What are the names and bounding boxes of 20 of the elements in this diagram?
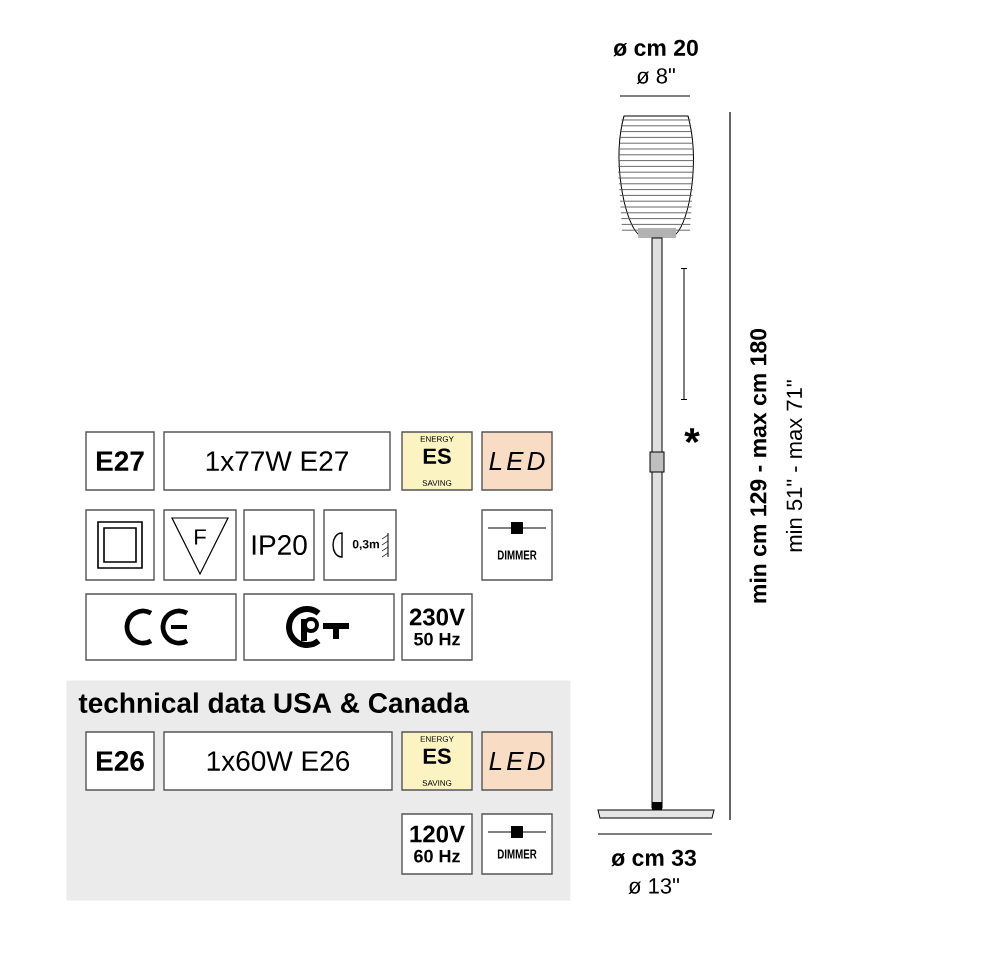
voltage-label: 120V 60 Hz	[401, 813, 473, 875]
led-label: LED	[481, 731, 553, 791]
ce-mark-box	[85, 593, 237, 661]
socket-box: E26	[85, 731, 155, 791]
bulb-box: 1x60W E26	[163, 731, 393, 791]
dimension-label: ø 8"	[636, 68, 675, 84]
dimension-label: min 51" - max 71"	[785, 380, 803, 552]
voltage-label: 230V 50 Hz	[401, 593, 473, 661]
insulation-symbol-box	[85, 509, 155, 581]
certification-mark-box	[243, 593, 395, 661]
dimension-label: ø cm 33	[611, 849, 696, 867]
dimension-label: min cm 129 - max cm 180	[749, 328, 767, 603]
f-symbol-box: F	[163, 509, 237, 581]
socket-box: E27	[85, 431, 155, 491]
dimension-label: ø 13"	[628, 878, 679, 894]
led-label: LED	[481, 431, 553, 491]
ip-rating-box: IP20	[243, 509, 315, 581]
dimension-label: ø cm 20	[613, 39, 698, 57]
asterisk: *	[684, 428, 700, 444]
bulb-box: 1x77W E27	[163, 431, 391, 491]
